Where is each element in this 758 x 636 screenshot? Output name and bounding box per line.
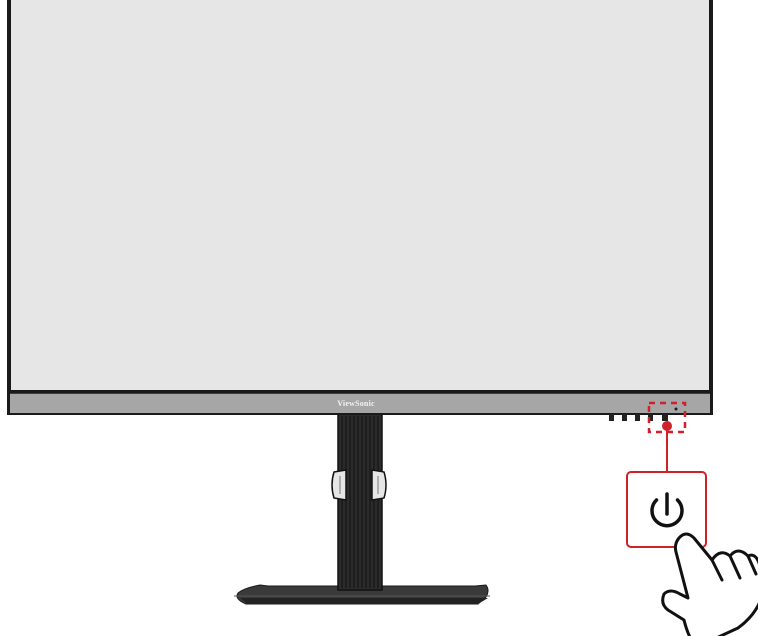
cable-clip-left [331,469,347,501]
callout-leader [662,421,672,472]
pointing-hand-icon [661,532,758,636]
monitor-stand-base [234,584,490,605]
monitor-stand-neck [331,413,387,591]
power-button[interactable] [662,414,668,421]
cable-clip-right [371,469,387,501]
power-callout [626,471,707,548]
control-button-4[interactable] [648,414,653,421]
control-button-3[interactable] [635,414,640,421]
monitor-chin [10,393,710,413]
power-icon [650,492,684,528]
control-button-1[interactable] [609,414,614,421]
control-button-2[interactable] [622,414,627,421]
monitor-control-buttons [609,407,678,421]
power-led-indicator [674,407,678,411]
monitor-screen [11,0,709,390]
monitor-body: ViewSonic [7,0,713,415]
brand-logo-text: ViewSonic [337,399,375,408]
